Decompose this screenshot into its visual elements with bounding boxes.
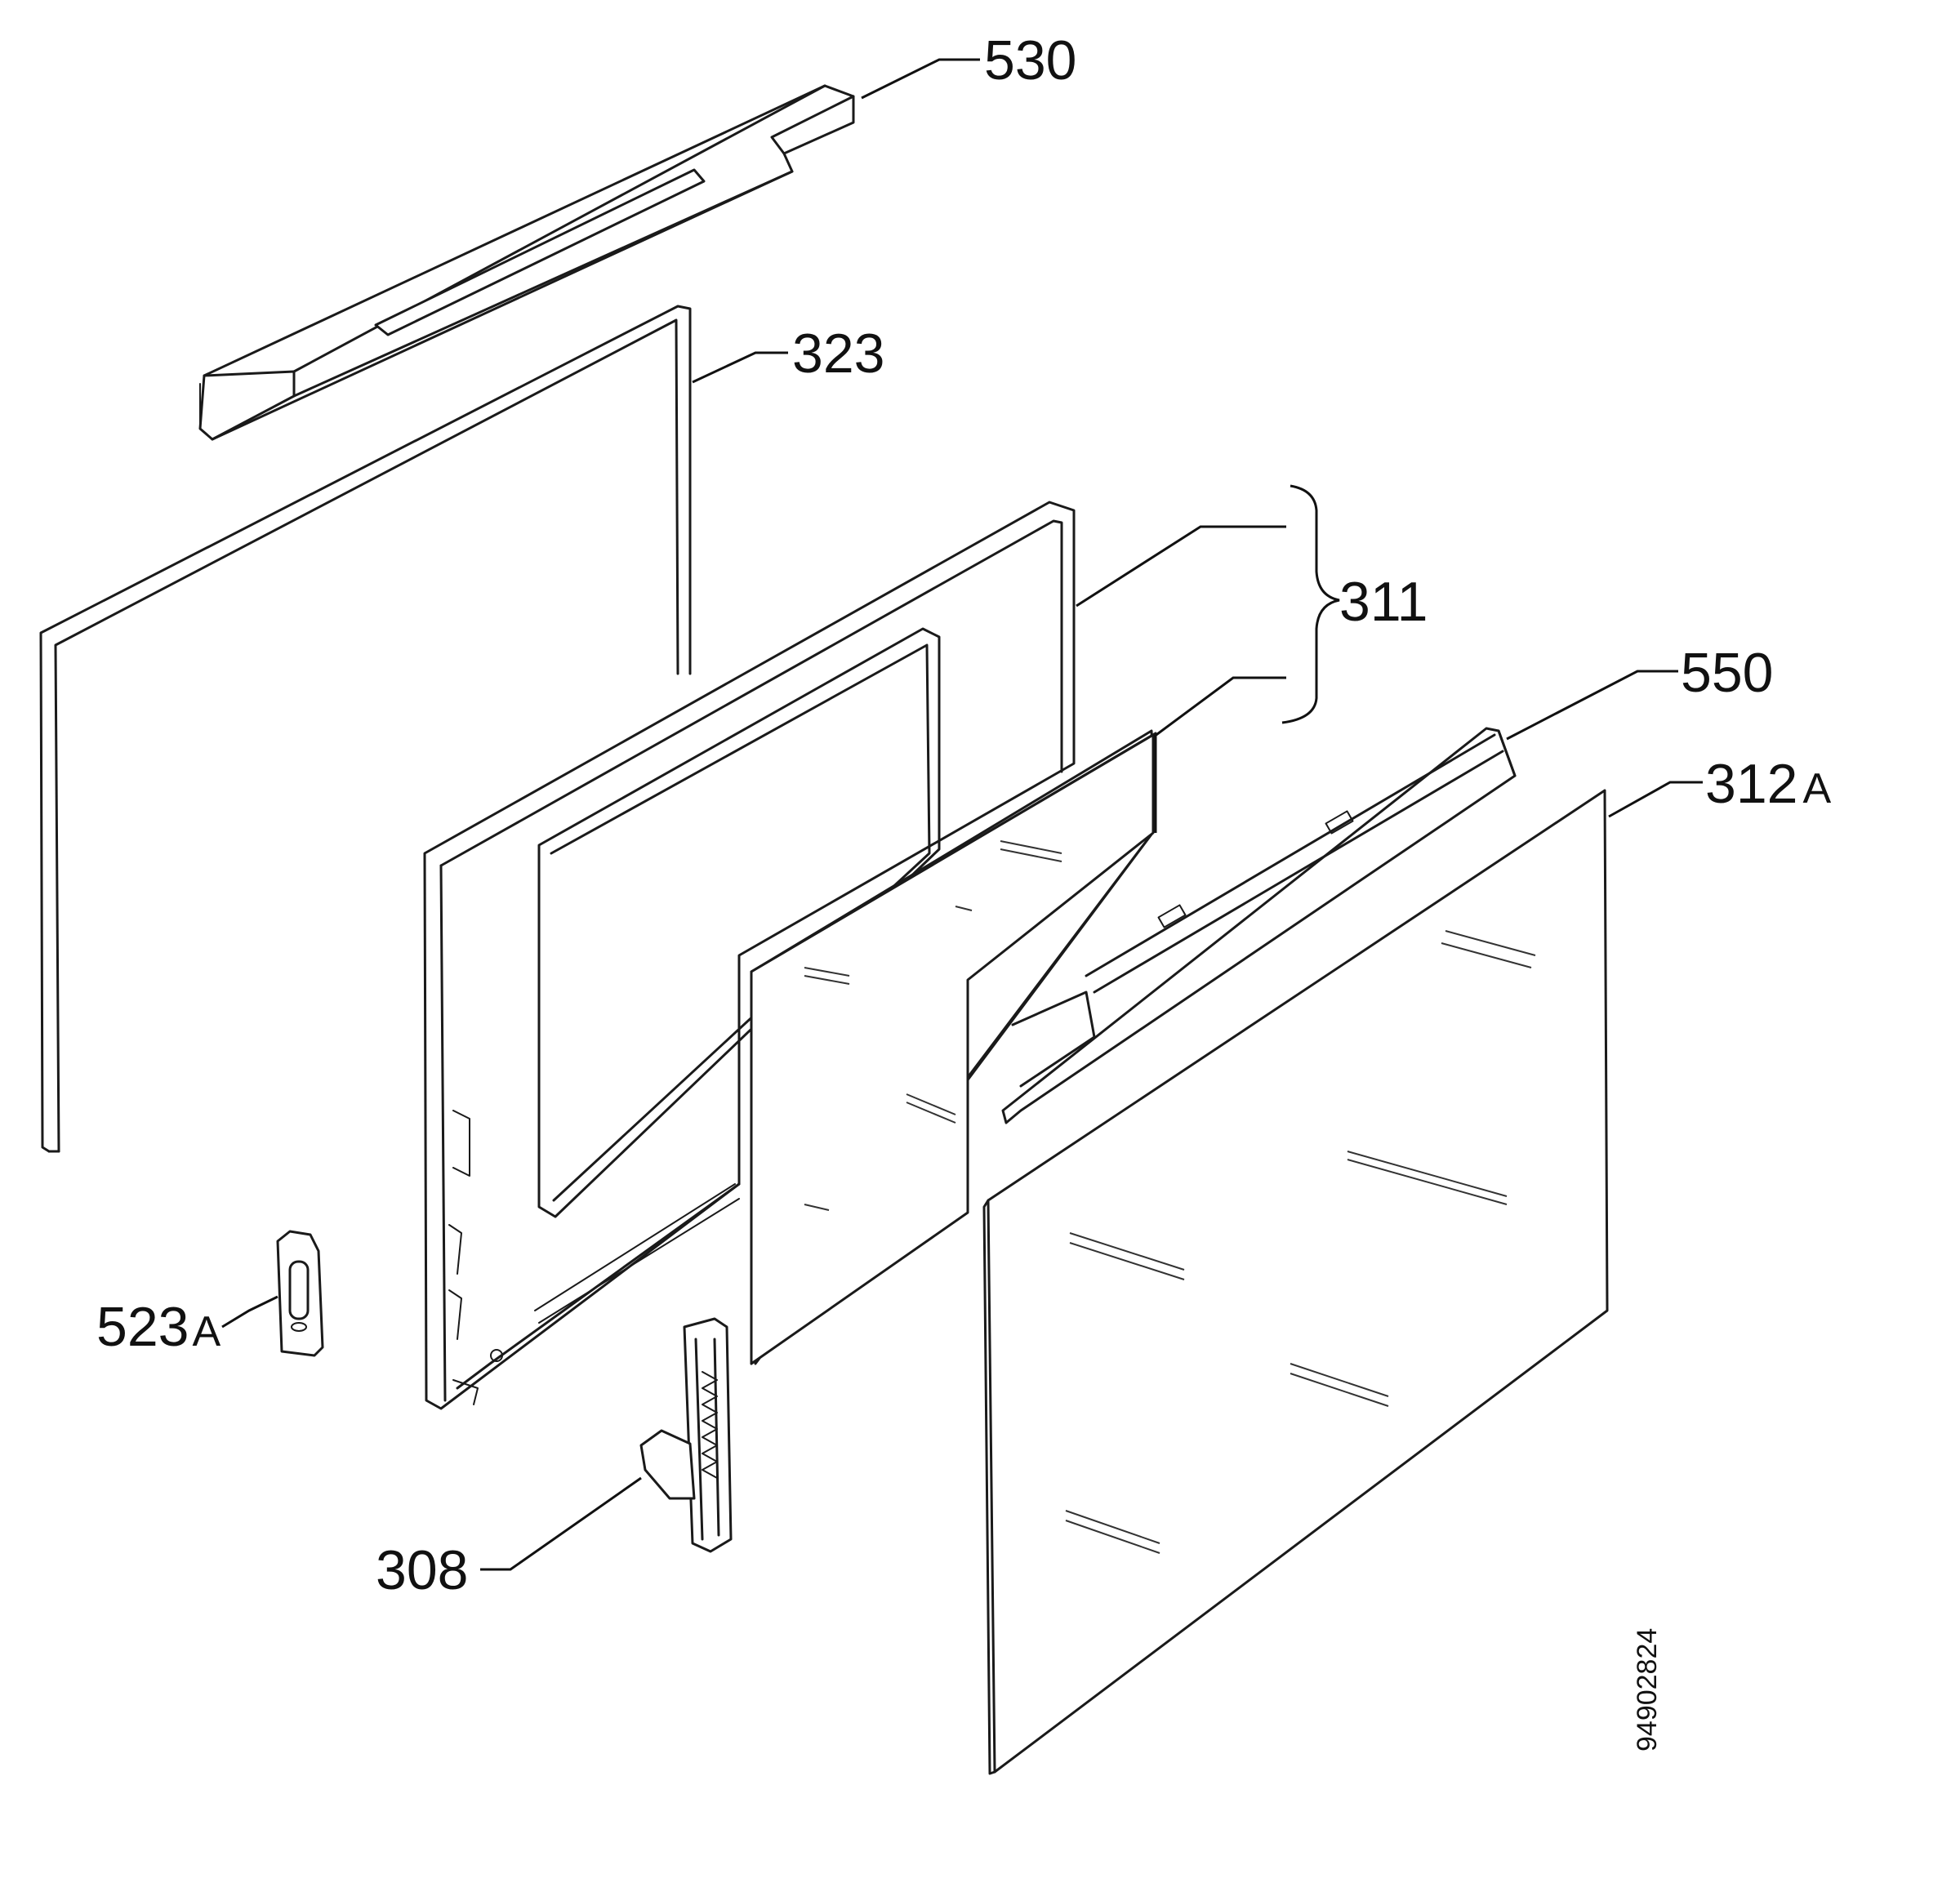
leader-550 [1506,670,1678,741]
leader-311-upper [1076,525,1286,608]
document-number: 94902824 [1632,1628,1663,1752]
part-523A-catch [276,1230,324,1357]
callout-311: 311 [1339,571,1428,633]
callout-523A: 523A [96,1296,220,1358]
callout-523A-suffix: A [192,1308,220,1355]
callout-312A-number: 312 [1705,753,1797,815]
leader-lines [221,58,1703,1571]
leader-323 [692,351,788,384]
leader-308 [480,1476,642,1571]
callout-550: 550 [1681,642,1773,704]
callout-530: 530 [984,29,1076,91]
part-311-inner-glass [750,729,1157,1365]
brace-311 [1281,484,1340,724]
part-530-top-trim [198,84,855,441]
leader-523A [221,1295,278,1329]
part-550-retainer-profile [1001,727,1517,1124]
leader-311-lower [1153,676,1286,738]
part-312A-outer-glass [982,789,1609,1775]
callout-523A-number: 523 [96,1296,189,1358]
part-311-inner-frame [423,501,1076,1410]
part-323-door-seal [39,305,692,1153]
leader-530 [861,58,980,100]
leader-312A [1608,781,1703,818]
callout-308: 308 [376,1539,468,1601]
part-308-hinge [639,1317,733,1553]
callout-312A-suffix: A [1802,765,1831,812]
callout-323: 323 [792,323,884,385]
